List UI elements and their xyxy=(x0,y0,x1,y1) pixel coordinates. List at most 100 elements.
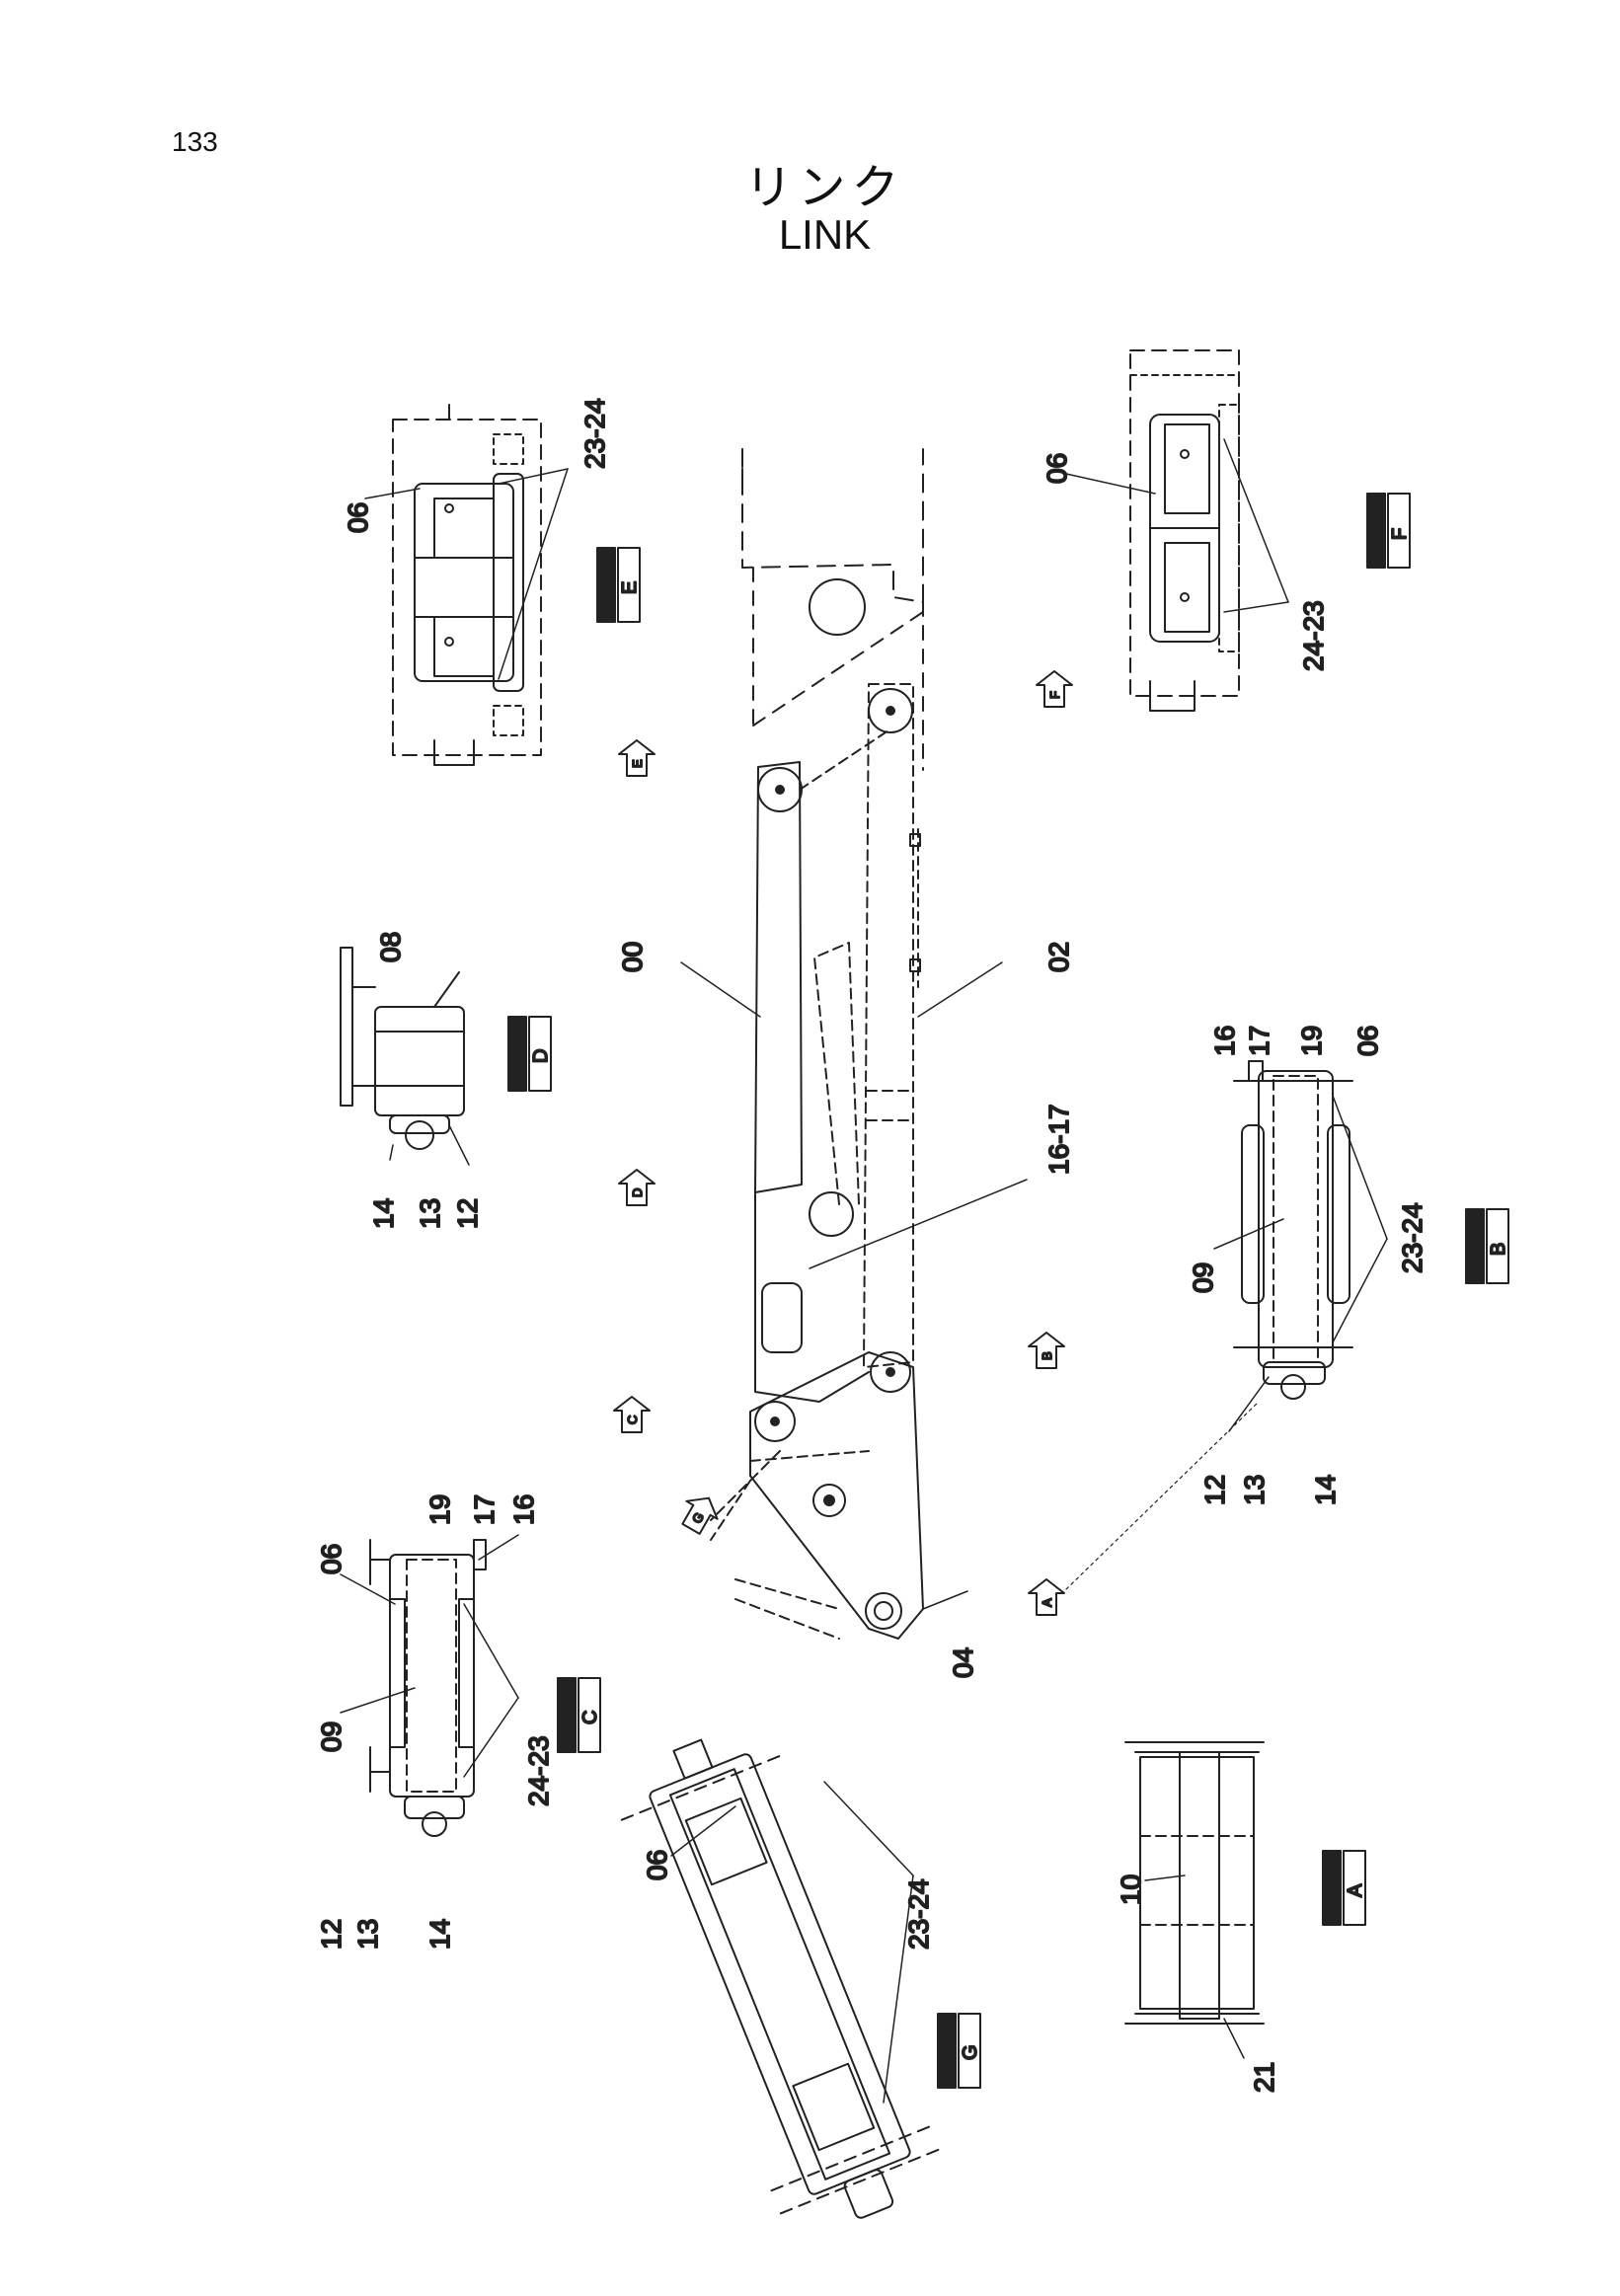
leader-b-23-24-a xyxy=(1332,1095,1388,1240)
section-tag-f: SECTION F xyxy=(1366,493,1412,569)
label-e-23-24: 23-24 xyxy=(579,398,610,469)
view-arrow-e: E xyxy=(618,739,656,777)
section-tag-c-label: SECTION xyxy=(566,1714,573,1744)
section-tag-g-label: SECTION xyxy=(946,2049,953,2080)
view-arrow-f-letter: F xyxy=(1047,691,1062,699)
leader-c-24-23-a xyxy=(463,1603,519,1699)
section-tag-a-label: SECTION xyxy=(1331,1886,1338,1917)
view-arrow-d: D xyxy=(618,1169,656,1206)
label-c-19: 19 xyxy=(424,1494,455,1525)
section-tag-e: SECTION E xyxy=(596,547,642,623)
leader-e-23-24-b xyxy=(498,468,569,680)
section-tag-d-letter: D xyxy=(530,1049,552,1063)
leader-g-06 xyxy=(670,1805,736,1857)
section-tag-b-label: SECTION xyxy=(1474,1245,1481,1275)
section-tag-c: SECTION C xyxy=(557,1677,602,1753)
leader-b-23-24-b xyxy=(1332,1238,1388,1343)
label-b-13: 13 xyxy=(1239,1475,1270,1505)
page-title-english: LINK xyxy=(778,211,872,258)
label-b-06: 06 xyxy=(1352,1026,1383,1056)
label-b-19: 19 xyxy=(1296,1026,1327,1056)
view-arrow-b: B xyxy=(1028,1332,1065,1369)
page-title-japanese: リンク xyxy=(744,162,905,214)
label-c-06: 06 xyxy=(316,1544,347,1574)
label-b-12: 12 xyxy=(1199,1475,1230,1505)
leader-b-09 xyxy=(1213,1218,1284,1250)
section-a-view xyxy=(1124,1741,1265,2025)
label-b-17: 17 xyxy=(1244,1026,1274,1056)
main-leaders xyxy=(680,961,1028,1610)
label-00: 00 xyxy=(617,942,648,972)
section-tag-b: SECTION B xyxy=(1465,1208,1510,1284)
label-c-24-23: 24-23 xyxy=(523,1735,554,1806)
section-g-view xyxy=(620,1738,947,2219)
leader-d-14 xyxy=(389,1144,394,1161)
view-arrow-a-letter: A xyxy=(1040,1598,1054,1607)
section-f-view xyxy=(1129,349,1240,712)
leader-a-21 xyxy=(1223,2018,1245,2059)
label-c-16: 16 xyxy=(508,1494,539,1525)
section-tag-b-letter: B xyxy=(1488,1243,1509,1256)
section-tag-e-label: SECTION xyxy=(605,583,612,614)
label-f-06: 06 xyxy=(1041,453,1072,484)
section-tag-f-letter: F xyxy=(1389,528,1411,540)
view-arrow-c: C xyxy=(613,1396,651,1433)
leader-f-24-23-b xyxy=(1223,601,1289,613)
leader-f-06 xyxy=(1065,473,1156,495)
leader-f-24-23-a xyxy=(1223,438,1289,603)
leader-c-06 xyxy=(340,1573,396,1605)
section-tag-a: SECTION A xyxy=(1322,1850,1367,1926)
label-f-24-23: 24-23 xyxy=(1298,600,1329,671)
label-d-14: 14 xyxy=(368,1198,399,1229)
label-e-06: 06 xyxy=(343,502,373,533)
section-tag-a-letter: A xyxy=(1345,1883,1366,1897)
label-a-21: 21 xyxy=(1249,2062,1279,2093)
page-number: 133 xyxy=(172,126,218,157)
section-tag-g: SECTION G xyxy=(937,2013,982,2089)
section-c-view xyxy=(369,1539,487,1837)
label-d-08: 08 xyxy=(375,932,406,962)
label-c-12: 12 xyxy=(316,1919,347,1950)
label-g-06: 06 xyxy=(642,1850,672,1880)
label-c-13: 13 xyxy=(352,1919,383,1950)
label-g-23-24: 23-24 xyxy=(903,1878,934,1950)
section-tag-e-letter: E xyxy=(619,581,641,594)
leader-c-09 xyxy=(340,1687,416,1714)
view-arrow-d-letter: D xyxy=(630,1188,645,1197)
section-d-view xyxy=(340,947,465,1150)
label-c-09: 09 xyxy=(316,1722,347,1752)
leader-g-23-24-b xyxy=(883,1875,914,2104)
label-c-17: 17 xyxy=(469,1494,500,1525)
leader-e-23-24-a xyxy=(498,468,569,485)
leader-c-16 xyxy=(478,1534,519,1561)
section-tag-d-label: SECTION xyxy=(516,1052,523,1083)
leader-g-23-24-a xyxy=(823,1781,914,1876)
view-arrow-g-letter: G xyxy=(689,1510,707,1526)
section-e-view xyxy=(392,404,542,766)
section-tag-g-letter: G xyxy=(960,2044,981,2060)
leader-b-12 xyxy=(1228,1376,1270,1432)
label-c-14: 14 xyxy=(424,1919,455,1950)
section-tag-c-letter: C xyxy=(579,1711,601,1724)
label-d-12: 12 xyxy=(452,1198,483,1229)
view-arrow-b-letter: B xyxy=(1040,1351,1054,1360)
label-b-14: 14 xyxy=(1310,1475,1341,1505)
label-b-16: 16 xyxy=(1209,1026,1240,1056)
leader-e-06 xyxy=(364,488,421,499)
view-arrow-c-letter: C xyxy=(625,1416,640,1424)
view-arrow-e-letter: E xyxy=(630,759,645,768)
main-link-assembly xyxy=(710,448,924,1640)
leader-a-10 xyxy=(1144,1875,1186,1881)
label-02: 02 xyxy=(1043,942,1074,972)
label-a-10: 10 xyxy=(1116,1875,1146,1905)
view-arrow-f: F xyxy=(1036,670,1073,708)
label-b-23-24: 23-24 xyxy=(1397,1202,1427,1273)
label-b-09: 09 xyxy=(1188,1263,1218,1293)
label-16-17: 16-17 xyxy=(1043,1104,1074,1175)
section-tag-d: SECTION D xyxy=(507,1016,553,1092)
section-b-view xyxy=(1233,1060,1353,1400)
label-d-13: 13 xyxy=(415,1198,445,1229)
section-tag-f-label: SECTION xyxy=(1375,529,1382,560)
view-arrow-a: A xyxy=(1028,1578,1065,1616)
